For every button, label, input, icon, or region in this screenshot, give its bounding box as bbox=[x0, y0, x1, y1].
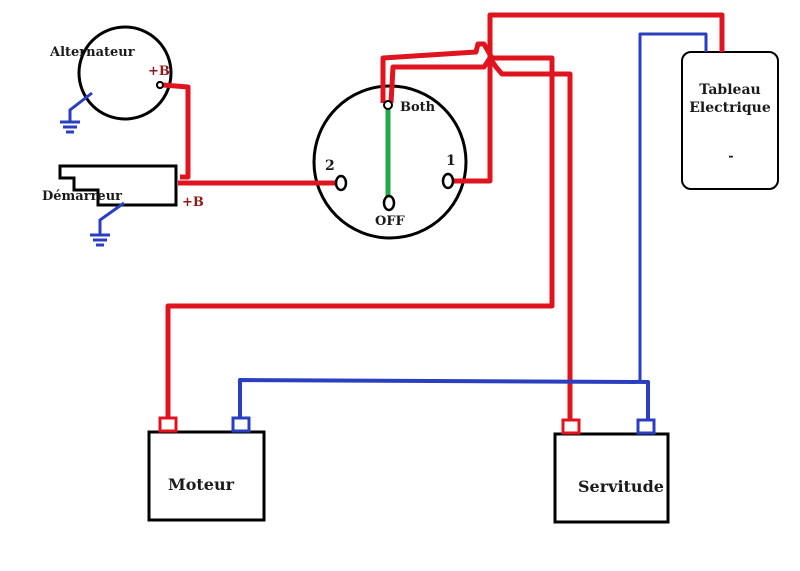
terminal-off bbox=[382, 194, 396, 212]
wire-switch-both-to-service-battery bbox=[388, 55, 573, 420]
wire-switch-both-to-engine-battery bbox=[165, 41, 555, 418]
panel-title-line2: Electrique bbox=[689, 100, 771, 116]
panel-title-line1: Tableau bbox=[699, 82, 760, 98]
alternator-body bbox=[77, 25, 173, 121]
battery-engine-body bbox=[147, 430, 266, 522]
battery-engine: Moteur bbox=[147, 416, 266, 522]
panel-body bbox=[681, 51, 779, 190]
switch-pos-1: 1 bbox=[446, 153, 456, 169]
alternator: Alternateur +B bbox=[49, 25, 173, 134]
battery-service-positive-terminal bbox=[561, 418, 581, 435]
alternator-ground-icon bbox=[60, 91, 93, 134]
electrical-panel: Tableau Electrique - bbox=[681, 51, 779, 190]
panel-negative-label: - bbox=[728, 149, 733, 164]
terminal-2 bbox=[334, 174, 348, 192]
terminal-1 bbox=[441, 172, 455, 190]
switch-pos-both: Both bbox=[400, 100, 436, 115]
battery-service-negative-terminal bbox=[636, 418, 656, 435]
battery-service-body bbox=[553, 432, 670, 524]
switch-pos-off: OFF bbox=[375, 214, 406, 229]
battery-service-label: Servitude bbox=[578, 477, 664, 496]
wire-switch-1-to-panel bbox=[452, 12, 725, 184]
starter: Démarreur +B bbox=[42, 164, 204, 247]
alternator-terminal-eye bbox=[156, 81, 164, 89]
wire-alternator-to-starter bbox=[162, 82, 191, 180]
starter-label: Démarreur bbox=[42, 189, 122, 204]
starter-body bbox=[58, 164, 178, 207]
battery-engine-negative-terminal bbox=[231, 416, 251, 433]
battery-engine-positive-terminal bbox=[158, 416, 178, 433]
alternator-terminal-label: +B bbox=[148, 64, 170, 79]
battery-engine-label: Moteur bbox=[168, 475, 235, 494]
wire-negative-bus bbox=[238, 378, 650, 420]
battery-switch: Both 1 2 OFF bbox=[312, 84, 468, 240]
alternator-label: Alternateur bbox=[49, 45, 135, 60]
switch-pos-2: 2 bbox=[325, 158, 335, 174]
wire-panel-negative bbox=[638, 32, 708, 382]
starter-terminal-label: +B bbox=[182, 195, 204, 210]
terminal-both bbox=[383, 100, 393, 110]
battery-service: Servitude bbox=[553, 418, 670, 524]
starter-ground-icon bbox=[90, 201, 125, 247]
